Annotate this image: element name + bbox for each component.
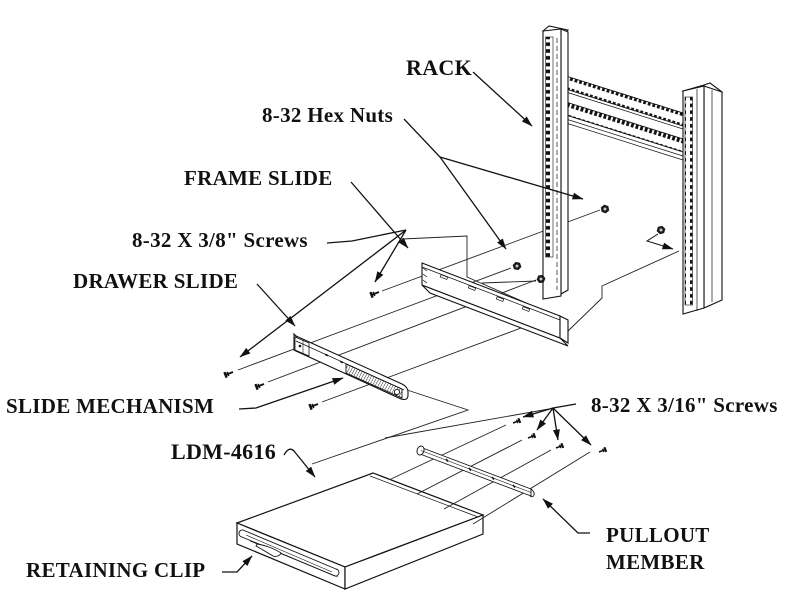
hex-nut xyxy=(511,261,523,271)
leader-drawer-slide xyxy=(256,283,296,327)
leader-lines xyxy=(222,71,674,573)
leader-ldm xyxy=(283,448,316,478)
rack-rails xyxy=(565,75,684,161)
label-slide-mechanism: SLIDE MECHANISM xyxy=(6,394,215,418)
leader-screws-3-8-a xyxy=(239,229,407,358)
rack-drawing xyxy=(541,25,724,315)
leader-slide-mechanism xyxy=(238,377,344,410)
label-frame-slide: FRAME SLIDE xyxy=(184,166,333,190)
leader-hex-nuts-main xyxy=(403,118,507,250)
hex-nut xyxy=(599,203,611,215)
hex-nuts-group xyxy=(511,203,667,284)
rack-left-post xyxy=(541,25,570,300)
retaining-clip-drawing xyxy=(238,529,340,578)
screws-3-16-group xyxy=(511,417,608,456)
leader-screws-3-16-stem xyxy=(552,403,577,409)
screw-3-16 xyxy=(511,417,522,427)
ldm-box-drawing xyxy=(235,472,485,590)
screw-3-16 xyxy=(554,442,565,452)
label-pullout-member-line2: MEMBER xyxy=(606,550,705,574)
leader-screws-3-16-fan3 xyxy=(552,407,560,441)
leader-screws-3-16-fan2 xyxy=(536,407,554,431)
leader-retaining-clip xyxy=(222,555,253,573)
label-model: LDM-4616 xyxy=(171,439,277,464)
label-drawer-slide: DRAWER SLIDE xyxy=(73,269,239,293)
screw-3-16 xyxy=(526,432,537,442)
nut-axis-line xyxy=(645,233,674,250)
frame-slide-drawing xyxy=(421,262,569,347)
leader-frame-slide xyxy=(350,181,409,249)
leader-screws-3-16-fan4 xyxy=(552,407,592,446)
screw-3-16 xyxy=(597,446,608,456)
label-pullout-member-line1: PULLOUT xyxy=(606,523,710,547)
drawer-slide-drawing xyxy=(293,332,409,401)
screw-3-8 xyxy=(369,287,382,299)
hex-nut xyxy=(655,225,667,235)
leader-hex-nuts-branch xyxy=(439,156,584,200)
label-screws-3-8: 8-32 X 3/8" Screws xyxy=(132,228,308,252)
leader-screws-3-8-b xyxy=(374,229,407,283)
leader-screws-3-16-fan1 xyxy=(522,407,554,418)
rack-right-post xyxy=(681,82,724,315)
screw-3-8 xyxy=(254,379,267,391)
label-retaining-clip: RETAINING CLIP xyxy=(26,558,206,582)
label-screws-3-16: 8-32 X 3/16" Screws xyxy=(591,393,778,417)
label-hex-nuts: 8-32 Hex Nuts xyxy=(262,103,394,127)
leader-rack xyxy=(472,71,533,127)
screw-3-8 xyxy=(223,367,236,379)
leader-screws-3-8-stem xyxy=(326,229,407,244)
leader-pullout-member xyxy=(542,498,590,534)
screw-3-8 xyxy=(308,399,321,411)
label-rack: RACK xyxy=(406,55,472,80)
pullout-member-drawing xyxy=(416,445,535,498)
